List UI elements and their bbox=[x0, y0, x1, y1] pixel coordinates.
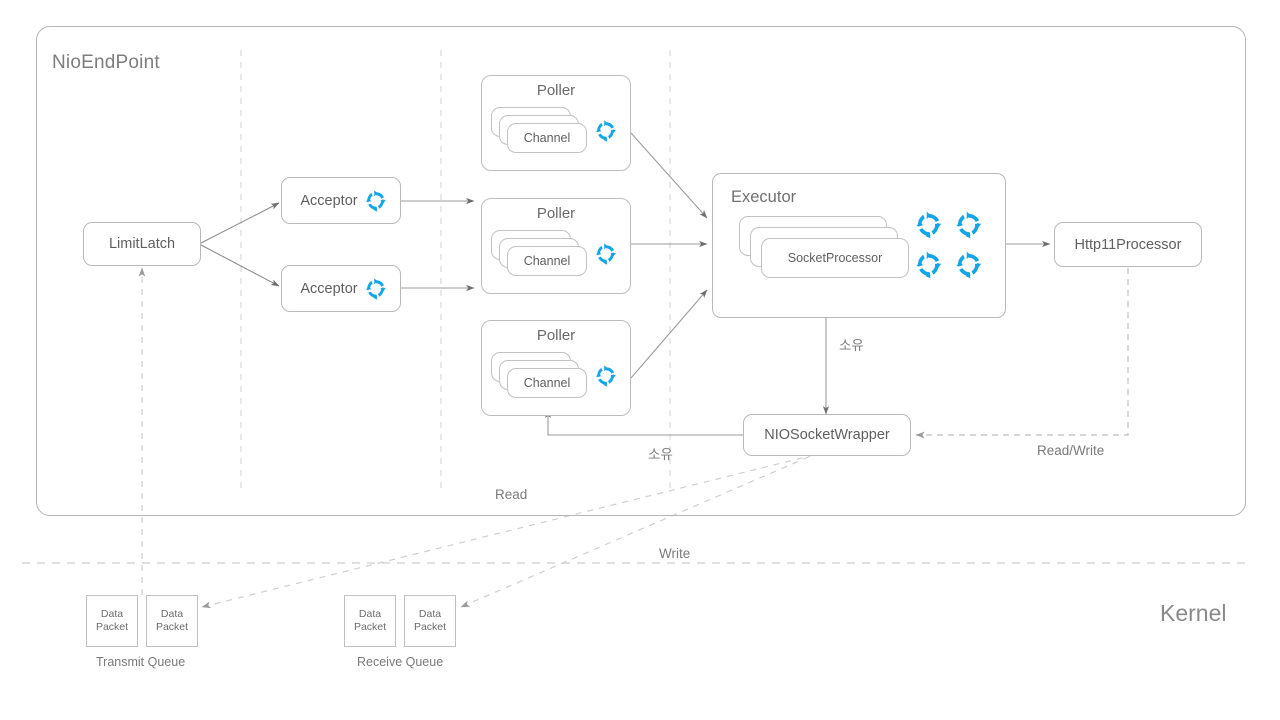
packet-transmit-2[interactable]: Data Packet bbox=[146, 595, 198, 647]
channel-card-front[interactable]: Channel bbox=[507, 123, 587, 153]
thread-icon bbox=[914, 210, 944, 245]
packet-line-2: Packet bbox=[95, 621, 129, 633]
receive-queue-label: Receive Queue bbox=[357, 655, 444, 669]
channel-label: Channel bbox=[523, 376, 571, 390]
channel-label: Channel bbox=[523, 254, 571, 268]
packet-transmit-1[interactable]: Data Packet bbox=[86, 595, 138, 647]
acceptor-1-label: Acceptor bbox=[300, 192, 358, 209]
node-nio-socket-wrapper[interactable]: NIOSocketWrapper bbox=[743, 414, 911, 456]
node-executor[interactable]: Executor SocketProcessor bbox=[712, 173, 1006, 318]
edge-label-write: Write bbox=[659, 546, 691, 561]
poller-1-title: Poller bbox=[536, 82, 576, 99]
node-acceptor-2[interactable]: Acceptor bbox=[281, 265, 401, 312]
socket-processor-label: SocketProcessor bbox=[787, 251, 883, 265]
thread-icon bbox=[594, 119, 618, 148]
socket-processor-stack: SocketProcessor bbox=[739, 216, 919, 282]
thread-icon bbox=[594, 242, 618, 271]
channel-stack: Channel bbox=[491, 107, 587, 159]
channel-stack: Channel bbox=[491, 352, 587, 404]
packet-receive-2[interactable]: Data Packet bbox=[404, 595, 456, 647]
packet-line-2: Packet bbox=[413, 621, 447, 633]
nioendpoint-container bbox=[36, 26, 1246, 516]
edge-label-own-executor: 소유 bbox=[839, 338, 864, 353]
poller-2-title: Poller bbox=[536, 205, 576, 222]
thread-icon bbox=[954, 250, 984, 285]
packet-line-2: Packet bbox=[155, 621, 189, 633]
socket-processor-card-front[interactable]: SocketProcessor bbox=[761, 238, 909, 278]
edge-label-own-poller: 소유 bbox=[648, 447, 673, 462]
node-poller-2[interactable]: Poller Channel bbox=[481, 198, 631, 294]
packet-line-1: Data bbox=[418, 607, 442, 620]
acceptor-2-label: Acceptor bbox=[300, 280, 358, 297]
node-acceptor-1[interactable]: Acceptor bbox=[281, 177, 401, 224]
packet-line-1: Data bbox=[358, 607, 382, 620]
thread-icon bbox=[594, 364, 618, 393]
thread-icon bbox=[364, 277, 388, 306]
packet-line-1: Data bbox=[100, 607, 124, 620]
node-poller-1[interactable]: Poller Channel bbox=[481, 75, 631, 171]
executor-title: Executor bbox=[731, 188, 797, 206]
channel-stack: Channel bbox=[491, 230, 587, 282]
packet-line-1: Data bbox=[160, 607, 184, 620]
channel-label: Channel bbox=[523, 131, 571, 145]
http11-processor-label: Http11Processor bbox=[1074, 236, 1182, 253]
packet-receive-1[interactable]: Data Packet bbox=[344, 595, 396, 647]
limit-latch-label: LimitLatch bbox=[108, 236, 176, 252]
node-http11-processor[interactable]: Http11Processor bbox=[1054, 222, 1202, 267]
nioendpoint-title: NioEndPoint bbox=[52, 52, 160, 73]
thread-icon bbox=[364, 189, 388, 218]
node-poller-3[interactable]: Poller Channel bbox=[481, 320, 631, 416]
packet-line-2: Packet bbox=[353, 621, 387, 633]
channel-card-front[interactable]: Channel bbox=[507, 246, 587, 276]
nio-socket-wrapper-label: NIOSocketWrapper bbox=[764, 427, 890, 443]
thread-icon bbox=[914, 250, 944, 285]
edge-label-read-write: Read/Write bbox=[1037, 443, 1105, 458]
channel-card-front[interactable]: Channel bbox=[507, 368, 587, 398]
poller-3-title: Poller bbox=[536, 327, 576, 344]
kernel-label: Kernel bbox=[1160, 600, 1227, 626]
transmit-queue-label: Transmit Queue bbox=[96, 655, 186, 669]
edge-label-read: Read bbox=[495, 487, 528, 502]
thread-icon bbox=[954, 210, 984, 245]
node-limit-latch[interactable]: LimitLatch bbox=[83, 222, 201, 266]
